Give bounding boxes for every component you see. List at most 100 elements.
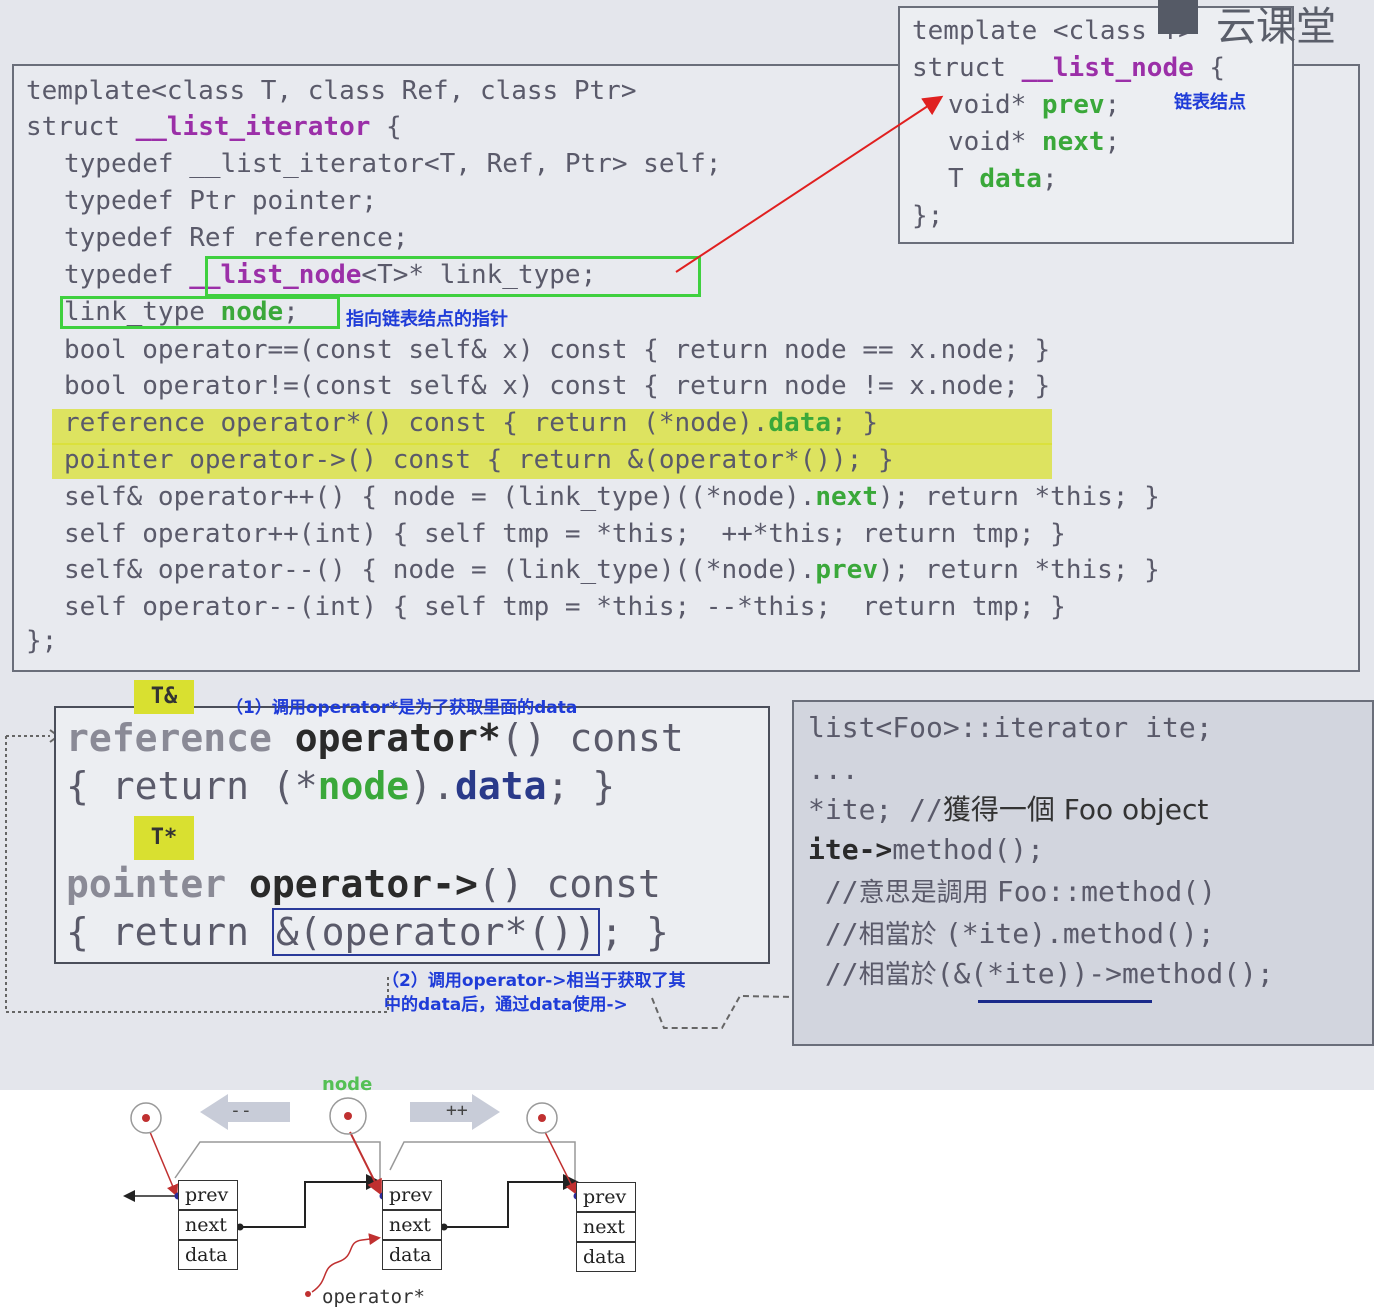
code-fragment: reference operator*() const { return (*n… — [64, 408, 769, 438]
code-fragment: ; } — [831, 408, 878, 438]
member-name: prev — [1041, 90, 1105, 120]
code-line: pointer operator->() const — [66, 862, 661, 906]
code-fragment: self& operator++() { node = (link_type)(… — [64, 482, 816, 512]
code-fragment: <T>* link_type; — [361, 260, 597, 290]
member-name: node — [317, 764, 410, 808]
code-line: { return (*node).data; } — [66, 764, 615, 808]
link-type-highlight — [205, 256, 701, 297]
code-fragment: ; — [1041, 164, 1058, 194]
code-fragment: { return — [66, 910, 272, 954]
member-name: data — [454, 764, 547, 808]
keyword: struct — [26, 112, 120, 142]
iterator-cloud-icon — [329, 1097, 367, 1135]
watermark-text: 云课堂 — [1216, 4, 1336, 50]
code-fragment: ite-> — [808, 833, 893, 866]
code-fragment: ); return *this; } — [877, 482, 1160, 512]
diagram-lines — [123, 1094, 581, 1297]
code-fragment: T — [948, 164, 980, 194]
code-line: typedef __list_iterator<T, Ref, Ptr> sel… — [64, 149, 722, 179]
underline — [978, 1000, 1152, 1003]
code-fragment: () const — [500, 716, 684, 760]
code-line: list<Foo>::iterator ite; — [808, 711, 1213, 744]
comment-text: 獲得一個 Foo object — [942, 793, 1209, 826]
pointer-type-tag: T* — [134, 816, 194, 860]
note-operator-arrow-2: 中的data后，通过data使用-> — [384, 995, 628, 1015]
data-cell: data — [576, 1242, 636, 1272]
code-line: self operator++(int) { self tmp = *this;… — [64, 519, 1066, 549]
member-name: data — [768, 408, 832, 438]
code-fragment: ; } — [546, 764, 616, 808]
operator-call-highlight: &(operator*()) — [271, 908, 601, 956]
code-line: self& operator++() { node = (link_type)(… — [64, 482, 1160, 512]
code-fragment: reference — [66, 716, 272, 760]
code-line: self& operator--() { node = (link_type)(… — [64, 555, 1160, 585]
prev-cell: prev — [576, 1182, 636, 1212]
struct-name: __list_node — [1021, 53, 1194, 83]
code-line: T data; — [948, 164, 1058, 194]
code-line: reference operator*() const — [66, 716, 684, 760]
prev-cell: prev — [178, 1180, 238, 1210]
member-name: next — [1041, 127, 1105, 157]
code-line: { return &(operator*()); } — [66, 908, 669, 956]
member-name: data — [979, 164, 1042, 194]
code-fragment: { return (* — [66, 764, 318, 808]
brace: { — [386, 112, 402, 142]
next-cell: next — [576, 1212, 636, 1242]
struct-name: __list_iterator — [135, 112, 371, 142]
prev-cell: prev — [382, 1180, 442, 1210]
code-line: typedef Ptr pointer; — [64, 186, 378, 216]
node-type-name: __list_node — [189, 260, 362, 290]
code-line: ite->method(); — [808, 832, 1044, 868]
code-line: reference operator*() const { return (*n… — [64, 408, 878, 438]
code-line: template <class T> — [912, 16, 1194, 46]
comment-text: 相當於 — [858, 920, 945, 950]
member-name: next — [815, 482, 878, 512]
code-line: bool operator!=(const self& x) const { r… — [64, 371, 1051, 401]
highlight-operator-star — [52, 409, 1052, 445]
member-name: node — [220, 297, 284, 327]
code-fragment: void* — [948, 90, 1042, 120]
data-cell: data — [382, 1240, 442, 1270]
code-line: //相當於(&(*ite))->method(); — [808, 956, 1274, 993]
code-line: }; — [912, 201, 944, 231]
brace: { — [1209, 53, 1226, 83]
code-fragment: // — [808, 875, 859, 908]
comment-text: 意思是調用 — [858, 878, 997, 908]
code-line: link_type node; — [64, 297, 299, 327]
decrement-label: -- — [230, 1100, 252, 1121]
code-fragment: // — [808, 917, 859, 950]
code-line: //意思是調用 Foo::method() — [808, 874, 1216, 911]
code-line: ... — [808, 753, 859, 786]
forward-arrow-icon — [410, 1094, 500, 1130]
code-line: typedef Ref reference; — [64, 223, 409, 253]
pointer-annotation: 指向链表结点的指针 — [346, 309, 508, 330]
highlight-operator-arrow — [52, 443, 1052, 479]
code-line: pointer operator->() const { return &(op… — [64, 445, 894, 475]
node-label: node — [322, 1074, 373, 1095]
next-cell: next — [178, 1210, 238, 1240]
code-line: *ite; //獲得一個 Foo object — [808, 792, 1208, 828]
code-line: //相當於 (*ite).method(); — [808, 916, 1215, 953]
code-fragment: (&(*ite))->method(); — [936, 957, 1274, 990]
operator-zoom-box — [54, 706, 770, 964]
code-fragment: method(); — [892, 833, 1045, 866]
code-fragment: ; } — [600, 910, 669, 954]
code-fragment: pointer — [66, 862, 227, 906]
node-annotation: 链表结点 — [1174, 92, 1246, 113]
red-arrow — [675, 95, 944, 273]
code-line: bool operator==(const self& x) const { r… — [64, 335, 1051, 365]
increment-label: ++ — [446, 1100, 468, 1121]
comment-text: 相當於 — [858, 960, 937, 990]
code-line: typedef __list_node<T>* link_type; — [64, 260, 596, 290]
code-line: void* next; — [948, 127, 1120, 157]
keyword: typedef — [64, 260, 174, 290]
code-fragment: operator-> — [249, 862, 478, 906]
backward-arrow-icon — [200, 1094, 290, 1130]
code-fragment: ); return *this; } — [877, 555, 1160, 585]
code-fragment: *ite; // — [808, 793, 943, 826]
code-fragment: ; — [1104, 127, 1121, 157]
code-fragment: (*ite).method(); — [944, 917, 1215, 950]
code-line: struct __list_iterator { — [26, 112, 402, 142]
code-line: void* prev; — [948, 90, 1120, 120]
code-fragment: link_type — [64, 297, 221, 327]
